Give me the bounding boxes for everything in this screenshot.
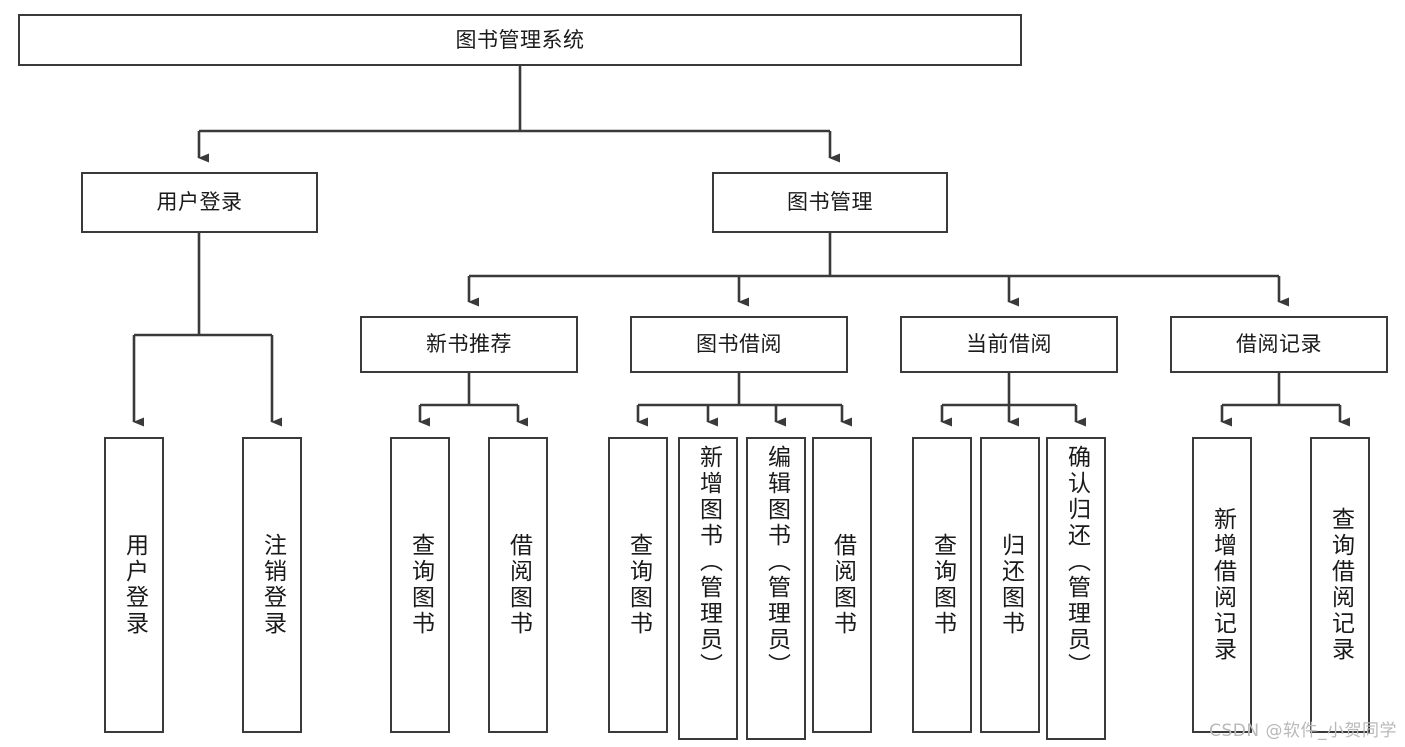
node-label: 新增图书（管理员） — [695, 445, 722, 679]
leaf-borrow-book-newbook[interactable]: 借阅图书 — [488, 437, 548, 733]
node-label: 注销登录 — [259, 533, 286, 637]
leaf-query-book-current[interactable]: 查询图书 — [912, 437, 972, 733]
leaf-add-borrow-record[interactable]: 新增借阅记录 — [1192, 437, 1252, 733]
node-borrow-records[interactable]: 借阅记录 — [1170, 316, 1388, 373]
node-user-login[interactable]: 用户登录 — [81, 172, 318, 233]
node-label: 归还图书 — [997, 533, 1024, 637]
leaf-confirm-return-admin[interactable]: 确认归还（管理员） — [1046, 437, 1106, 740]
leaf-query-borrow-record[interactable]: 查询借阅记录 — [1310, 437, 1370, 733]
node-label: 借阅记录 — [1236, 332, 1322, 357]
leaf-query-book-newbook[interactable]: 查询图书 — [390, 437, 450, 733]
node-label: 用户登录 — [121, 533, 148, 637]
node-label: 图书管理系统 — [455, 27, 585, 52]
node-new-book-recommend[interactable]: 新书推荐 — [360, 316, 578, 373]
node-label: 确认归还（管理员） — [1063, 445, 1090, 679]
node-label: 查询图书 — [407, 533, 434, 637]
leaf-user-login[interactable]: 用户登录 — [104, 437, 164, 733]
node-label: 借阅图书 — [505, 533, 532, 637]
node-label: 查询图书 — [625, 533, 652, 637]
node-label: 新书推荐 — [426, 332, 512, 357]
node-book-borrow[interactable]: 图书借阅 — [630, 316, 848, 373]
node-label: 查询借阅记录 — [1327, 507, 1354, 663]
watermark: CSDN @软件_小贺同学 — [1209, 721, 1397, 741]
leaf-edit-book-admin[interactable]: 编辑图书（管理员） — [746, 437, 806, 740]
node-label: 新增借阅记录 — [1209, 507, 1236, 663]
leaf-add-book-admin[interactable]: 新增图书（管理员） — [678, 437, 738, 740]
node-book-management[interactable]: 图书管理 — [712, 172, 948, 233]
node-label: 当前借阅 — [966, 332, 1052, 357]
leaf-borrow-book[interactable]: 借阅图书 — [812, 437, 872, 733]
node-label: 图书借阅 — [696, 332, 782, 357]
node-root-system[interactable]: 图书管理系统 — [18, 14, 1022, 66]
leaf-return-book[interactable]: 归还图书 — [980, 437, 1040, 733]
leaf-query-book-borrow[interactable]: 查询图书 — [608, 437, 668, 733]
node-current-borrow[interactable]: 当前借阅 — [900, 316, 1118, 373]
node-label: 用户登录 — [156, 190, 243, 215]
node-label: 图书管理 — [787, 190, 873, 215]
node-label: 查询图书 — [929, 533, 956, 637]
node-label: 借阅图书 — [829, 533, 856, 637]
leaf-logout[interactable]: 注销登录 — [242, 437, 302, 733]
node-label: 编辑图书（管理员） — [763, 445, 790, 679]
